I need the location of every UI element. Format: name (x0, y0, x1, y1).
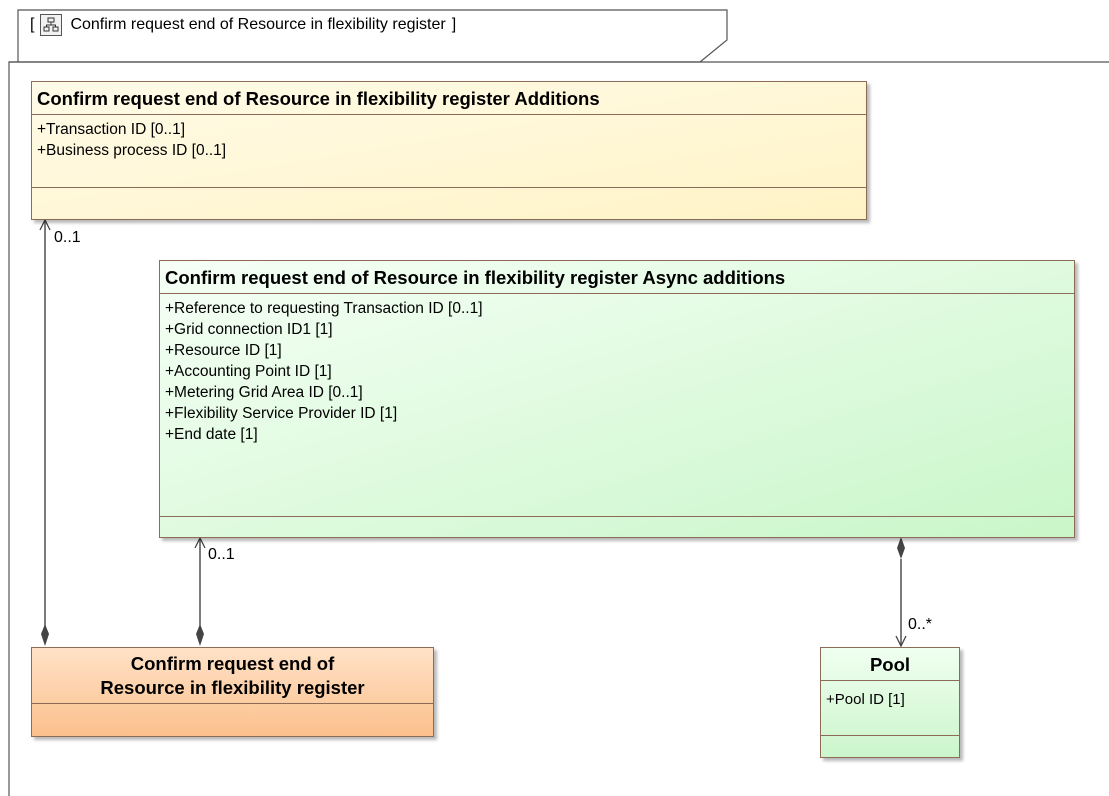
class-async-additions[interactable]: Confirm request end of Resource in flexi… (159, 260, 1075, 538)
association-main-to-async[interactable] (194, 536, 206, 646)
multiplicity-label: 0..1 (54, 229, 81, 246)
attribute: +Grid connection ID1 [1] (165, 321, 333, 338)
frame-open-bracket: [ (30, 16, 35, 33)
frame-title-tab[interactable]: [ Confirm request end of Resource in fle… (18, 10, 718, 40)
attribute: +End date [1] (165, 426, 258, 443)
class-additions[interactable]: Confirm request end of Resource in flexi… (31, 81, 867, 220)
attribute-compartment: +Transaction ID [0..1] +Business process… (32, 115, 866, 188)
frame-title: Confirm request end of Resource in flexi… (70, 16, 446, 33)
multiplicity-label: 0..* (908, 616, 933, 633)
attribute: +Reference to requesting Transaction ID … (165, 300, 483, 317)
class-name: Confirm request end of Resource in flexi… (32, 648, 433, 704)
diagram-icon (40, 14, 63, 36)
class-pool[interactable]: Pool +Pool ID [1] (820, 647, 960, 758)
attribute: +Metering Grid Area ID [0..1] (165, 384, 363, 401)
association-async-to-pool[interactable] (895, 537, 907, 648)
attribute: +Flexibility Service Provider ID [1] (165, 405, 398, 422)
class-name: Pool (821, 648, 959, 681)
attribute: +Accounting Point ID [1] (165, 363, 332, 380)
attribute-compartment: +Reference to requesting Transaction ID … (160, 294, 1074, 517)
association-main-to-additions[interactable] (39, 218, 51, 646)
class-name-line: Resource in flexibility register (100, 677, 365, 698)
class-name: Confirm request end of Resource in flexi… (32, 82, 866, 115)
attribute-compartment: +Pool ID [1] (821, 681, 959, 736)
multiplicity-label: 0..1 (208, 546, 235, 563)
class-name-line: Confirm request end of (130, 653, 335, 674)
attribute: +Pool ID [1] (826, 691, 905, 708)
attribute: +Transaction ID [0..1] (37, 121, 186, 138)
attribute: +Resource ID [1] (165, 342, 282, 359)
attribute: +Business process ID [0..1] (37, 142, 227, 159)
frame-close-bracket: ] (451, 16, 457, 33)
class-main[interactable]: Confirm request end of Resource in flexi… (31, 647, 434, 737)
class-name: Confirm request end of Resource in flexi… (160, 261, 1074, 294)
